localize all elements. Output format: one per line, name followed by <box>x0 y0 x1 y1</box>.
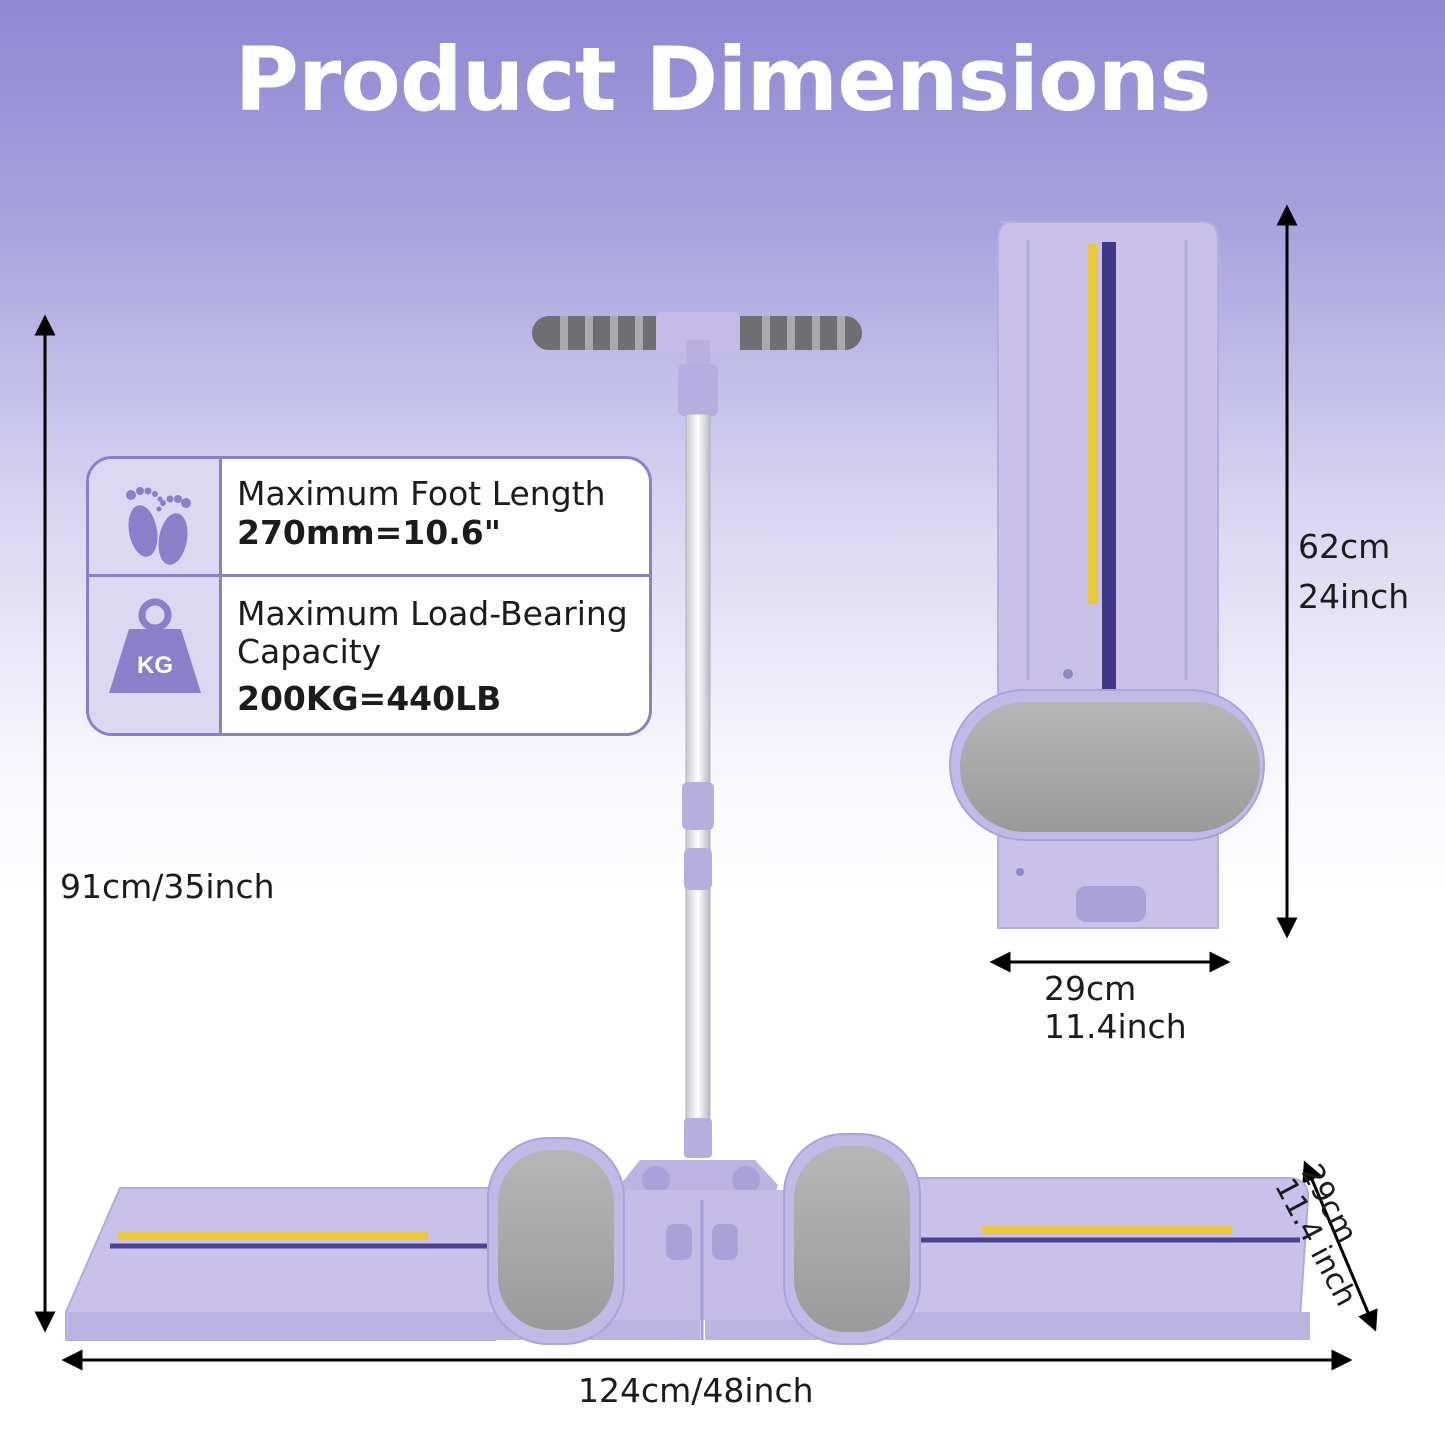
t-handle <box>532 312 862 416</box>
weight-icon-text: KG <box>137 652 173 679</box>
spec-name-foot-length: Maximum Foot Length <box>237 474 606 513</box>
spec-value-foot-length: 270mm=10.6" <box>237 512 501 552</box>
base-boards <box>65 1177 1310 1341</box>
folded-width-cm-label: 29cm <box>1044 969 1137 1008</box>
spec-name-load-line2: Capacity <box>237 631 382 671</box>
spec-name-load-line1: Maximum Load-Bearing <box>237 594 628 633</box>
spec-value-load: 200KG=440LB <box>237 678 502 718</box>
folded-product <box>949 221 1265 929</box>
spec-row-load-capacity: KG Maximum Load-Bearing Capacity 200KG=4… <box>89 577 649 733</box>
folded-length-cm-label: 62cm <box>1298 527 1391 566</box>
folded-length-in-label: 24inch <box>1298 577 1410 616</box>
pole <box>685 413 711 1135</box>
length-label: 124cm/48inch <box>578 1371 814 1410</box>
spec-card: Maximum Foot Length 270mm=10.6" KG Maxim… <box>86 456 652 736</box>
depth-arrow <box>1302 1160 1378 1332</box>
page-title: Product Dimensions <box>234 28 1211 131</box>
folded-width-in-label: 11.4inch <box>1044 1007 1187 1046</box>
spec-row-foot-length: Maximum Foot Length 270mm=10.6" <box>89 459 649 577</box>
weight-icon-cell: KG <box>89 577 222 733</box>
height-label: 91cm/35inch <box>60 867 275 906</box>
footprints-icon <box>126 487 191 565</box>
footprints-icon-cell <box>89 459 222 574</box>
foot-pads <box>487 1133 921 1345</box>
weight-kg-icon: KG <box>109 598 201 693</box>
